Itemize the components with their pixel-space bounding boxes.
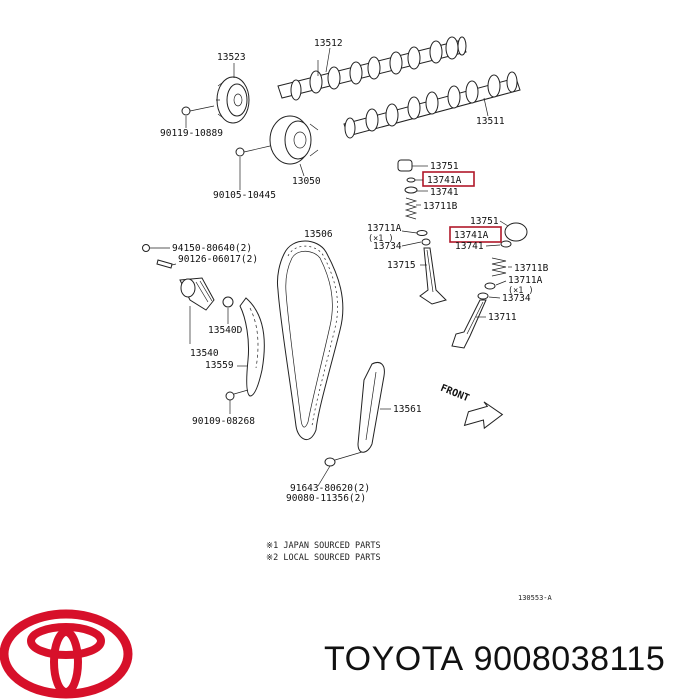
arm-bolt <box>225 389 249 401</box>
label-plug-1: 91643-80620(2) <box>290 483 370 494</box>
vvt-bolt <box>235 145 271 157</box>
label-seat-upper: 13711A <box>367 223 402 234</box>
camshaft-sprocket <box>216 76 250 124</box>
label-guide-slipper: 13540D <box>208 325 243 336</box>
sprocket-bolt <box>181 105 215 116</box>
label-front: FRONT <box>439 383 471 404</box>
highlight-box-upper <box>422 171 475 187</box>
label-bolt-vvt: 90105-10445 <box>213 190 276 201</box>
highlight-box-lower <box>449 226 502 243</box>
label-bolt-arm: 90109-08268 <box>192 416 255 427</box>
plug <box>317 451 363 487</box>
vvt-gear <box>269 115 319 165</box>
figure-code: 130553-A <box>518 594 553 602</box>
chain-tensioner <box>179 277 215 311</box>
tensioner-bolt <box>142 244 173 269</box>
label-sprocket: 13523 <box>217 52 246 63</box>
front-arrow <box>463 401 504 430</box>
camshaft-exhaust <box>277 36 467 101</box>
toyota-logo-icon <box>0 609 133 699</box>
label-retainer-lock-upper: 13741A <box>427 175 462 186</box>
label-stem-seal-lower: 13734 <box>502 293 531 304</box>
timing-chain <box>277 240 344 440</box>
label-valve-intake: 13711 <box>488 312 517 323</box>
label-chain: 13506 <box>304 229 333 240</box>
tensioner-arm <box>239 297 265 397</box>
brand-part-number: 9008038115 <box>473 640 666 678</box>
label-spring-lower: 13711B <box>514 263 549 274</box>
legend-japan-sourced: ※1 JAPAN SOURCED PARTS <box>266 541 381 551</box>
label-tensioner: 13540 <box>190 348 219 359</box>
brand-footer <box>0 609 133 699</box>
label-shim-upper: 13751 <box>430 161 459 172</box>
label-seat-lower-note: (×1 ) <box>508 286 534 296</box>
label-seat-lower: 13711A <box>508 275 543 286</box>
label-retainer-lock-lower: 13741A <box>454 230 489 241</box>
label-retainer-upper: 13741 <box>430 187 459 198</box>
label-seat-upper-note: (×1 ) <box>368 234 394 244</box>
brand-name: TOYOTA <box>324 640 464 678</box>
label-vvt-gear: 13050 <box>292 176 321 187</box>
camshaft-intake <box>343 71 521 139</box>
valve-exhaust <box>419 247 447 305</box>
label-stem-seal-upper: 13734 <box>373 241 402 252</box>
label-valve-exhaust: 13715 <box>387 260 416 271</box>
label-spring-upper: 13711B <box>423 201 458 212</box>
valve-stack-lower <box>477 222 528 300</box>
legend-local-sourced: ※2 LOCAL SOURCED PARTS <box>266 553 381 563</box>
label-camshaft-exhaust: 13512 <box>314 38 343 49</box>
label-shim-lower: 13751 <box>470 216 499 227</box>
label-plug-2: 90080-11356(2) <box>286 493 366 504</box>
valve-intake <box>451 299 487 349</box>
label-retainer-lower: 13741 <box>455 241 484 252</box>
chain-guide <box>357 362 385 453</box>
label-chain-guide: 13561 <box>393 404 422 415</box>
label-tensioner-bolt: 94150-80640(2) <box>172 243 252 254</box>
label-bolt-sprocket: 90119-10889 <box>160 128 223 139</box>
label-camshaft-intake: 13511 <box>476 116 505 127</box>
label-tensioner-gasket: 90126-06017(2) <box>178 254 258 265</box>
label-tensioner-arm: 13559 <box>205 360 234 371</box>
tensioner-seal <box>222 296 234 308</box>
